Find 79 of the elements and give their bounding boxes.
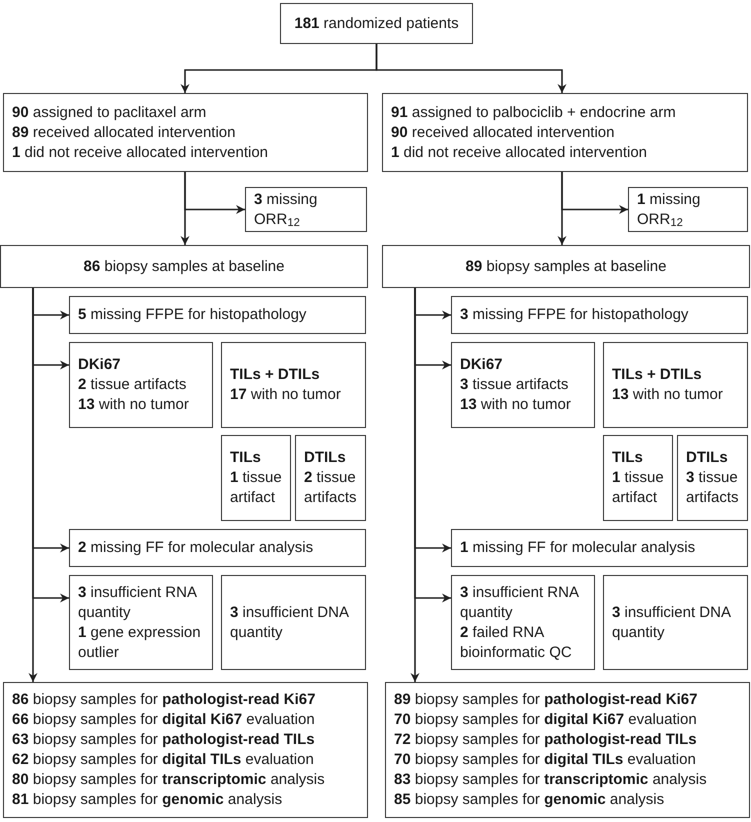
box-heading: TILs [230, 448, 262, 468]
box-text: 2 tissue artifacts [304, 468, 357, 508]
process-box [69, 529, 366, 567]
box-text: 1 tissue artifact [612, 468, 664, 508]
process-box [0, 245, 368, 288]
box-text: 3 tissue artifacts [460, 375, 570, 395]
box-text: 3 tissue artifacts [686, 468, 739, 508]
box-text: 80 biopsy samples for transcriptomic analysis [12, 770, 326, 790]
box-text: 1 did not receive allocated intervention [12, 142, 269, 162]
box-text: 63 biopsy samples for pathologist-read TILs [12, 730, 316, 750]
process-box [221, 575, 366, 670]
box-text: 3 insufficient DNA quantity [612, 602, 732, 642]
process-box [69, 296, 366, 334]
box-text: 89 received allocated intervention [12, 122, 236, 142]
arrow [410, 288, 420, 682]
box-text: 2 failed RNA bioinformatic QC [460, 622, 573, 662]
box-text: 62 biopsy samples for digital TILs evaluation [12, 750, 315, 770]
box-text: 3 missing FFPE for histopathology [460, 305, 690, 325]
process-box [451, 296, 748, 334]
box-text: 1 tissue artifact [230, 468, 282, 508]
arrow [180, 172, 190, 245]
box-text: 1 gene expression outlier [78, 622, 202, 662]
process-box [382, 245, 750, 288]
process-box [451, 575, 595, 670]
box-text: 89 biopsy samples for pathologist-read Ki67 [394, 690, 698, 710]
box-heading: DTILs [304, 448, 347, 468]
box-text: 17 with no tumor [230, 385, 342, 405]
process-box [3, 93, 368, 172]
process-box [603, 575, 748, 670]
box-heading: DKi67 [78, 355, 122, 375]
box-text: 1 did not receive allocated intervention [391, 142, 648, 162]
box-heading: TILs [612, 448, 644, 468]
box-heading: TILs + DTILs [230, 365, 321, 385]
box-text: 13 with no tumor [460, 395, 572, 415]
process-box [451, 529, 748, 567]
box-text: 83 biopsy samples for transcriptomic analysis [394, 770, 708, 790]
box-text: 5 missing FFPE for histopathology [78, 305, 308, 325]
process-box [603, 435, 673, 521]
box-text: 3 insufficient DNA quantity [230, 602, 350, 642]
process-box [382, 93, 748, 172]
box-text: 181 randomized patients [294, 14, 459, 34]
process-box [451, 342, 595, 428]
process-box [221, 342, 366, 428]
process-box [677, 435, 748, 521]
box-heading: DTILs [686, 448, 729, 468]
box-heading: DKi67 [460, 355, 504, 375]
box-text: 70 biopsy samples for digital TILs evaluation [394, 750, 697, 770]
box-text: 90 assigned to paclitaxel arm [12, 102, 208, 122]
box-text: 70 biopsy samples for digital Ki67 evaluation [394, 710, 698, 730]
process-box [221, 435, 291, 521]
box-text: 1 missing ORR$_{12}$ [637, 190, 702, 230]
process-box [280, 3, 473, 44]
box-text: 85 biopsy samples for genomic analysis [394, 790, 666, 810]
box-text: 90 received allocated intervention [391, 122, 616, 142]
box-text: 86 biopsy samples for pathologist-read Ki67 [12, 690, 316, 710]
process-box [245, 187, 367, 232]
box-text: 3 missing ORR$_{12}$ [254, 190, 318, 230]
arrow [558, 172, 566, 245]
box-text: 66 biopsy samples for digital Ki67 evaluation [12, 710, 316, 730]
arrow [28, 288, 38, 682]
process-box [295, 435, 366, 521]
box-text: 72 biopsy samples for pathologist-read TILs [394, 730, 698, 750]
box-text: 1 missing FF for molecular analysis [460, 538, 696, 558]
process-box [603, 342, 748, 428]
box-heading: TILs + DTILs [612, 365, 703, 385]
box-text: 13 with no tumor [78, 395, 190, 415]
box-text: 81 biopsy samples for genomic analysis [12, 790, 284, 810]
box-text: 89 biopsy samples at baseline [466, 256, 666, 276]
process-box [385, 682, 750, 818]
box-text: 2 missing FF for molecular analysis [78, 538, 314, 558]
box-text: 91 assigned to palbociclib + endocrine arm [391, 102, 677, 122]
process-box [69, 342, 213, 428]
box-text: 2 tissue artifacts [78, 375, 188, 395]
process-box [3, 682, 368, 818]
process-box [628, 187, 748, 232]
process-box [69, 575, 213, 670]
box-text: 86 biopsy samples at baseline [84, 256, 284, 276]
arrow [376, 44, 566, 93]
box-text: 13 with no tumor [612, 385, 724, 405]
